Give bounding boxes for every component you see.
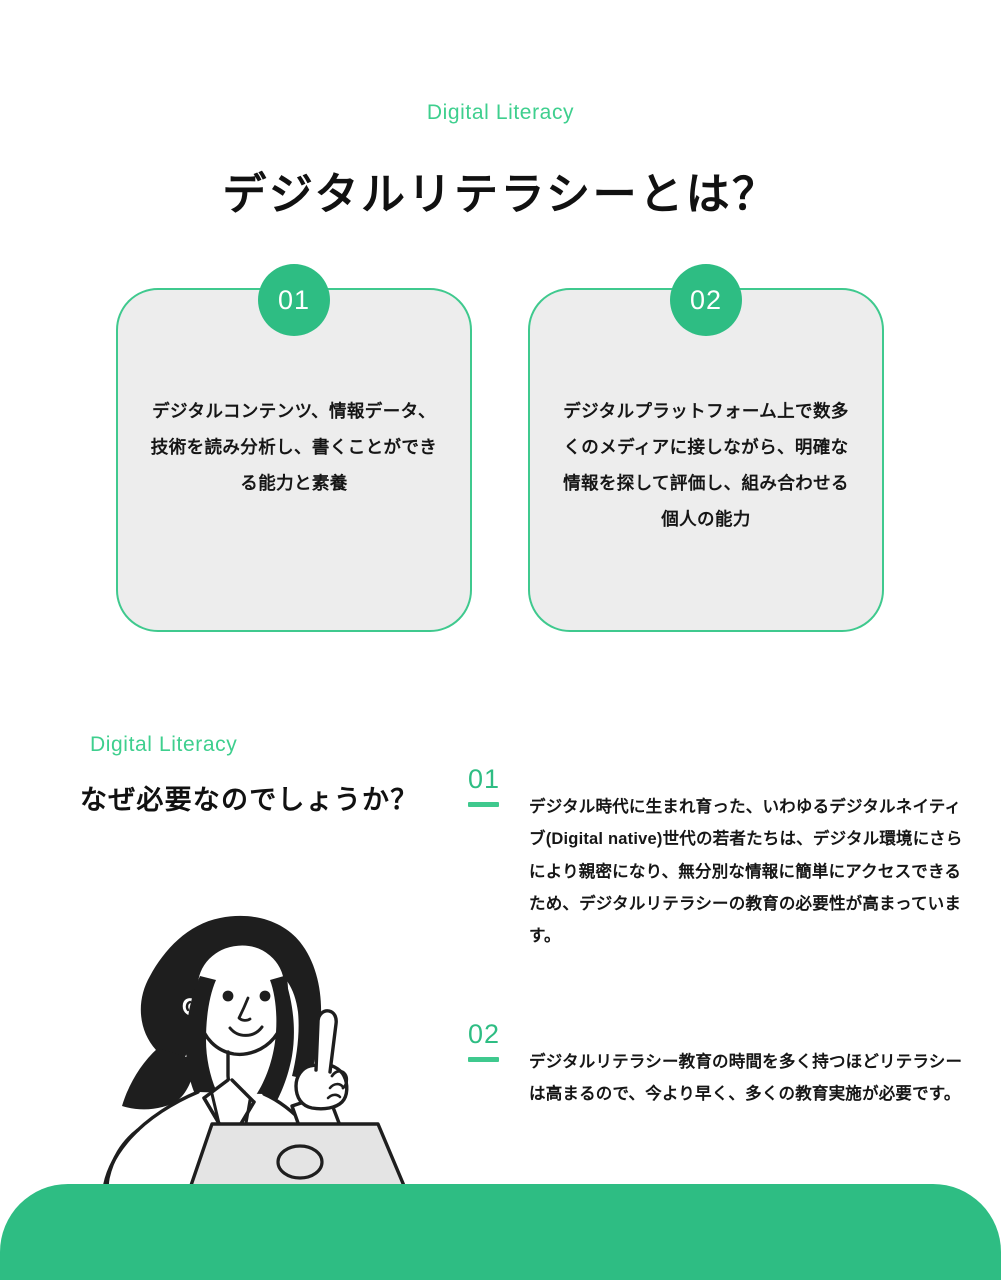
woman-pointing-with-laptop-illustration xyxy=(78,880,448,1216)
reason-dash-02 xyxy=(468,1056,499,1062)
header-eyebrow: Digital Literacy xyxy=(426,101,575,124)
page-title: デジタルリテラシーとは？ xyxy=(222,170,779,219)
reason-text-02: デジタルリテラシー教育の時間を多く持つほどリテラシーは高まるので、今より早く、多… xyxy=(529,1052,963,1103)
lower-section-heading: なぜ必要なのでしょうか？ xyxy=(80,785,419,815)
reason-number-01: 01 xyxy=(468,764,501,794)
reason-number-02: 02 xyxy=(468,1018,501,1049)
reason-marker-02: 02 xyxy=(468,1018,516,1062)
reasons-list: 01 デジタル時代に生まれ育った、いわゆるデジタルネイティブ(Digital n… xyxy=(468,766,968,1110)
illustration-svg xyxy=(102,915,412,1216)
reason-text-01: デジタル時代に生まれ育った、いわゆるデジタルネイティブ(Digital nati… xyxy=(529,798,963,946)
footer-green-bar xyxy=(0,1184,1001,1280)
definition-card-01: デジタルコンテンツ、情報データ、技術を読み分析し、書くことができる能力と素養 xyxy=(116,288,472,632)
definition-card-02: デジタルプラットフォーム上で数多くのメディアに接しながら、明確な情報を探して評価… xyxy=(528,288,884,632)
definition-card-01-text: デジタルコンテンツ、情報データ、技術を読み分析し、書くことができる能力と素養 xyxy=(150,401,438,493)
reason-marker-01: 01 xyxy=(468,766,516,807)
reason-item-02: 02 デジタルリテラシー教育の時間を多く持つほどリテラシーは高まるので、今より早… xyxy=(468,1018,968,1111)
definition-card-01-badge: 01 xyxy=(258,264,330,336)
definition-card-02-text: デジタルプラットフォーム上で数多くのメディアに接しながら、明確な情報を探して評価… xyxy=(563,401,849,529)
reason-dash-01 xyxy=(468,802,499,807)
reason-item-01: 01 デジタル時代に生まれ育った、いわゆるデジタルネイティブ(Digital n… xyxy=(468,766,968,953)
definition-card-02-badge: 02 xyxy=(670,264,742,336)
lower-section-eyebrow: Digital Literacy xyxy=(90,733,238,756)
definition-cards: デジタルコンテンツ、情報データ、技術を読み分析し、書くことができる能力と素養 デ… xyxy=(116,264,886,634)
